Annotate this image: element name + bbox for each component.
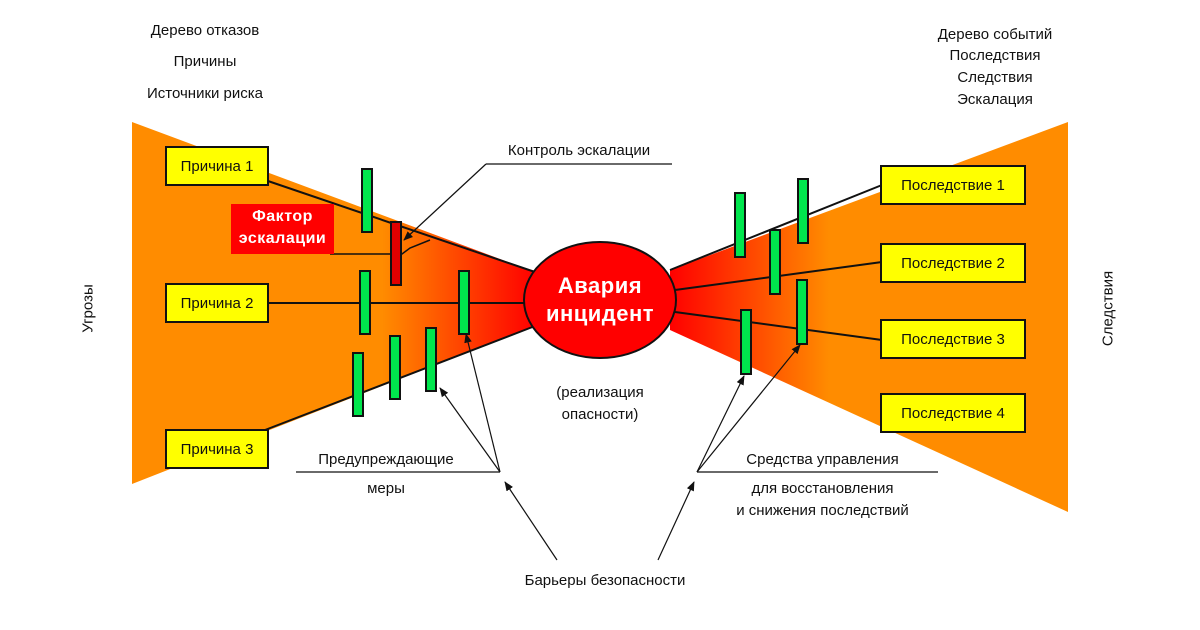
cause-box-2[interactable]: Причина 2 — [165, 283, 269, 323]
preventive-barrier — [389, 335, 401, 400]
barriers-arrow-right — [657, 481, 695, 561]
safety-barriers-label: Барьеры безопасности — [524, 572, 686, 589]
consequence-3-line — [674, 311, 883, 341]
recovery-label-line3: и снижения последствий — [736, 502, 909, 519]
right-header-consequences: Последствия — [949, 47, 1041, 64]
preventive-arrow — [464, 333, 501, 473]
preventive-arrow — [439, 387, 501, 473]
consequence-box-4[interactable]: Последствие 4 — [880, 393, 1026, 433]
barriers-arrow-left — [504, 481, 558, 561]
recovery-label-line1: Средства управления — [746, 451, 899, 468]
recovery-barrier — [797, 178, 809, 244]
escalation-factor-box[interactable]: Фактор эскалации — [231, 204, 334, 254]
preventive-label-line2: меры — [367, 480, 405, 497]
hazard-realization-note: (реализация опасности) — [530, 382, 670, 426]
recovery-barrier — [769, 229, 781, 295]
incident-label: Авария инцидент — [530, 272, 670, 328]
preventive-label-line1: Предупреждающие — [318, 451, 454, 468]
preventive-barrier — [425, 327, 437, 392]
consequence-box-1[interactable]: Последствие 1 — [880, 165, 1026, 205]
preventive-barrier — [361, 168, 373, 233]
hazard-note-line2: опасности) — [561, 406, 639, 423]
cause-box-1[interactable]: Причина 1 — [165, 146, 269, 186]
escalation-link-line — [330, 239, 431, 255]
escalation-barrier — [390, 221, 402, 286]
right-header-effects: Следствия — [957, 69, 1033, 86]
incident-line2: инцидент — [545, 301, 655, 326]
preventive-barrier — [359, 270, 371, 335]
recovery-barrier — [796, 279, 808, 345]
left-header-fault-tree: Дерево отказов — [150, 22, 260, 39]
left-header-causes: Причины — [173, 53, 237, 70]
escalation-factor-line2: эскалации — [238, 230, 327, 247]
recovery-arrow — [696, 375, 745, 473]
preventive-barrier — [458, 270, 470, 335]
recovery-barrier — [740, 309, 752, 375]
escalation-factor-line1: Фактор — [252, 208, 313, 225]
hazard-note-line1: (реализация — [556, 384, 644, 401]
left-header-risk-sources: Источники риска — [146, 85, 264, 102]
recovery-arrow — [696, 344, 801, 473]
recovery-label-line2: для восстановления — [751, 480, 894, 497]
right-header-escalation: Эскалация — [957, 91, 1033, 108]
consequence-1-line — [669, 184, 883, 271]
cause-box-3[interactable]: Причина 3 — [165, 429, 269, 469]
incident-ellipse — [523, 241, 677, 359]
escalation-control-arrow — [403, 163, 487, 241]
recovery-barrier — [734, 192, 746, 258]
consequence-box-3[interactable]: Последствие 3 — [880, 319, 1026, 359]
threats-side-label: Угрозы — [79, 284, 97, 333]
escalation-control-label: Контроль эскалации — [507, 142, 651, 159]
consequence-box-2[interactable]: Последствие 2 — [880, 243, 1026, 283]
preventive-barrier — [352, 352, 364, 417]
incident-line1: Авария — [557, 273, 643, 298]
right-header-event-tree: Дерево событий — [937, 26, 1053, 43]
effects-side-label: Следствия — [1099, 270, 1117, 347]
